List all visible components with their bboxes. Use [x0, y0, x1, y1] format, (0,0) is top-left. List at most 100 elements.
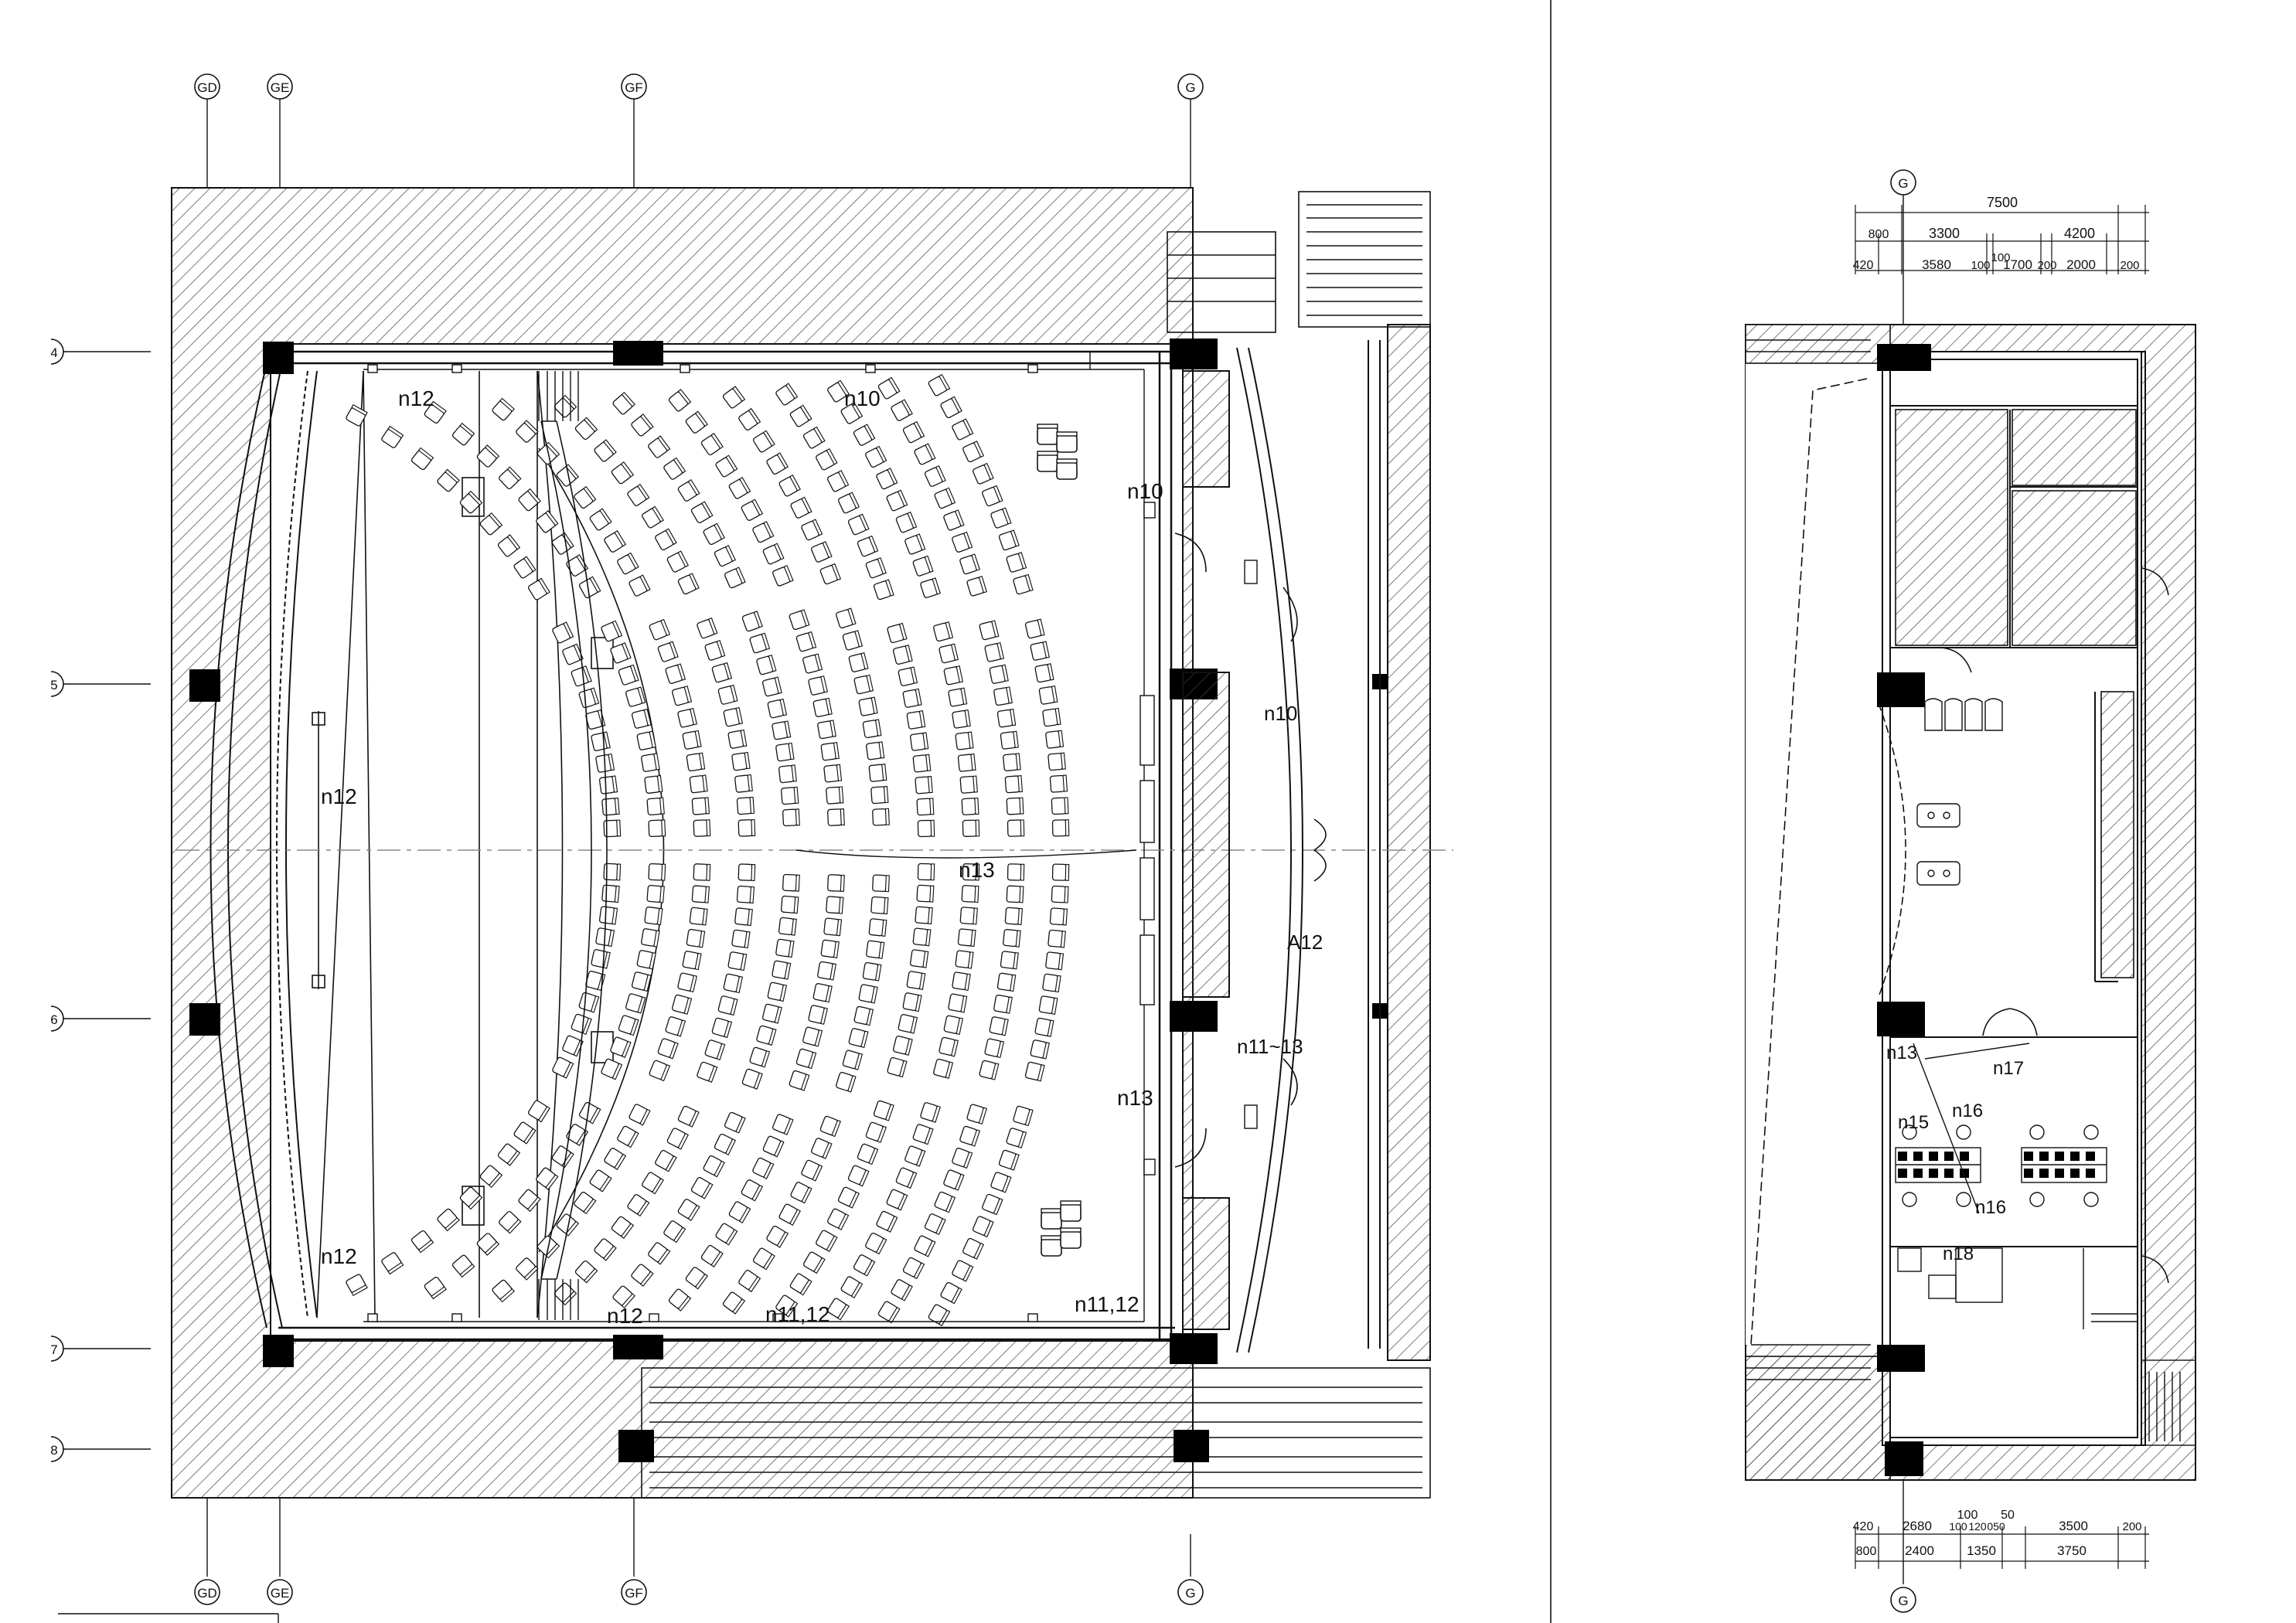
seat [862, 961, 882, 982]
dim-top-r1b: 100 [1991, 251, 2010, 264]
seat [646, 884, 665, 903]
svg-text:7: 7 [50, 1342, 57, 1357]
seat [1007, 863, 1025, 881]
seat [892, 1035, 913, 1056]
seat [782, 873, 800, 892]
dim-top-r1-1: 3300 [1929, 226, 1960, 241]
dim-bot-r2-1: 2680 [1903, 1519, 1932, 1533]
seat [807, 1004, 828, 1025]
dim-bot-r3-2: 1350 [1967, 1543, 1996, 1558]
seat [640, 927, 660, 948]
seat [736, 885, 755, 904]
grid-bubble-bottom-1: GD [194, 1579, 220, 1605]
svg-text:GD: GD [197, 80, 217, 95]
seat [932, 1058, 954, 1079]
label-n12-bottom: n12 [321, 1244, 357, 1268]
seat [812, 697, 833, 718]
svg-text:GE: GE [271, 80, 290, 95]
seat [902, 688, 922, 709]
dim-bot-r1-1: 50 [2001, 1509, 2015, 1522]
seat [996, 708, 1017, 728]
dim-top-r2-2: 100 [1971, 259, 1990, 272]
label-n12-left: n12 [321, 784, 357, 808]
grid-bubble-top-4: G [1177, 73, 1204, 100]
seat [686, 752, 706, 772]
dim-bot-r1-0: 100 [1957, 1509, 1978, 1522]
seat [644, 906, 663, 926]
dim-bot-r3-3: 3750 [2057, 1543, 2086, 1558]
seat [775, 742, 795, 762]
seat [802, 653, 823, 675]
seat [646, 797, 665, 816]
lobby-curve [1182, 340, 1381, 1353]
seat [823, 917, 843, 937]
seat [723, 706, 744, 727]
grid-lines-vertical [206, 99, 1191, 1577]
label-n13-center: n13 [959, 858, 995, 882]
seat [636, 730, 656, 751]
seat [1034, 663, 1054, 683]
dim-bot-r2-4: 050 [1987, 1520, 2005, 1533]
seat [909, 732, 929, 752]
auditorium-plan: GD GE GF G GD GE GF G 4 5 6 7 8 n12 n12 … [0, 73, 1453, 1623]
seat [825, 786, 844, 805]
seat [812, 982, 833, 1003]
svg-text:GF: GF [625, 1586, 643, 1601]
side-grid-bubble-bottom: G [1890, 1587, 1916, 1613]
seat [862, 719, 882, 739]
seat [1029, 641, 1050, 662]
seat [731, 751, 751, 771]
svg-text:GF: GF [625, 80, 643, 95]
seat [723, 973, 744, 994]
seat [938, 1036, 959, 1057]
svg-text:G: G [1185, 1586, 1195, 1601]
label-b-n16-a: n16 [1952, 1101, 1983, 1121]
seat [823, 764, 843, 783]
seat [689, 907, 708, 926]
seat [717, 995, 738, 1016]
seat [989, 664, 1009, 685]
dim-top-r2-4: 200 [2037, 259, 2056, 272]
seat [1038, 686, 1058, 706]
seat [993, 686, 1013, 706]
seat [686, 928, 706, 948]
seat [636, 949, 656, 970]
seat [780, 786, 799, 805]
seat [640, 753, 660, 773]
dim-top-r2-3: 1700 [2003, 257, 2032, 272]
seat [961, 884, 979, 903]
seat [870, 785, 889, 805]
seat [778, 917, 797, 936]
dim-top-r2-5: 2000 [2066, 257, 2096, 272]
front-steps [538, 371, 579, 1320]
seat [892, 645, 913, 665]
grid-bubble-bottom-3: GF [621, 1579, 647, 1605]
seat [947, 687, 968, 708]
svg-text:G: G [1898, 1594, 1908, 1608]
grid-bubble-bottom-4: G [1177, 1579, 1204, 1605]
seat [761, 1003, 782, 1024]
seat [767, 698, 788, 719]
seat [717, 684, 738, 706]
dim-top-r2-6: 200 [2120, 259, 2139, 272]
seat [1002, 753, 1021, 772]
seat [631, 708, 652, 730]
seat [932, 621, 954, 642]
seat [959, 906, 979, 925]
dim-total: 7500 [1987, 195, 2018, 210]
seat [598, 775, 618, 794]
seat [682, 730, 702, 750]
seat [847, 1027, 869, 1048]
seat [778, 764, 797, 784]
seat [1000, 950, 1019, 970]
seat [951, 971, 971, 991]
seat [1002, 928, 1021, 948]
seat [865, 940, 885, 959]
dim-bot-r2-2: 100 [1949, 1520, 1967, 1533]
side-room-plan: G G 7500 800 3300 4200 100 420 3580 100 … [1745, 169, 2196, 1613]
seat [943, 665, 963, 686]
label-b-n18: n18 [1943, 1244, 1974, 1264]
label-n10-top: n10 [844, 386, 881, 410]
seat [1024, 618, 1045, 639]
